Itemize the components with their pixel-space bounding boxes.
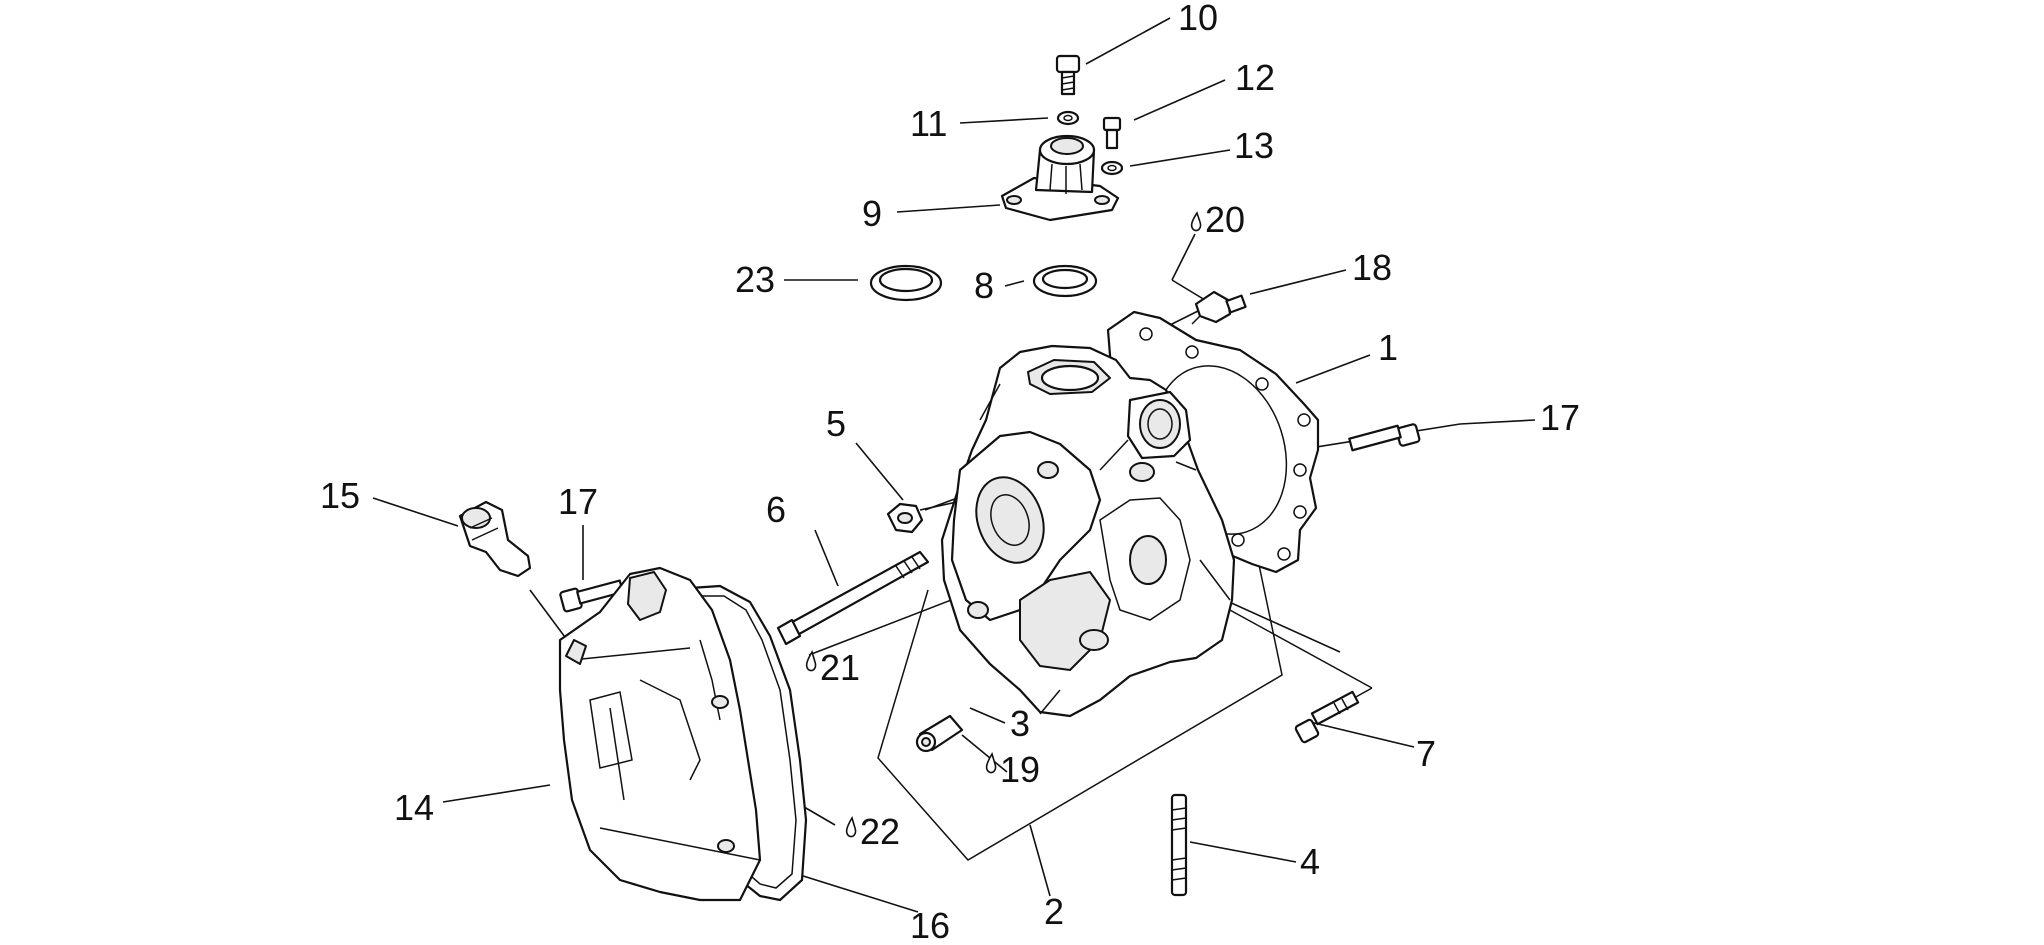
callout-12: 12: [1235, 57, 1275, 98]
small-bolt-part-12: [1102, 116, 1122, 150]
callout-3: 3: [1010, 703, 1030, 744]
leader-lines: [372, 17, 1536, 913]
callout-18: 18: [1352, 247, 1392, 288]
thermostat-cover-part-9: [1000, 134, 1120, 222]
callout-23: 23: [735, 259, 775, 300]
washer-part-13: [1100, 160, 1124, 176]
callout-19: 19: [1000, 749, 1040, 790]
callout-5: 5: [826, 403, 846, 444]
washer-part-11: [1056, 110, 1080, 126]
callout-14: 14: [394, 787, 434, 828]
callout-7: 7: [1416, 733, 1436, 774]
drop-icon-22: [845, 816, 857, 838]
valve-cover-assembly: [558, 566, 808, 902]
sealant-drops: [805, 211, 1202, 838]
callout-15: 15: [320, 475, 360, 516]
cylinder-head-assembly: [940, 310, 1320, 718]
callout-1: 1: [1378, 327, 1398, 368]
callout-2: 2: [1044, 891, 1064, 932]
callout-13: 13: [1234, 125, 1274, 166]
bolt-part-17-right: [1348, 423, 1421, 452]
cap-plug-part-15: [458, 500, 532, 578]
callout-labels: 10 11 12 13 9 20 23 8 18 1 17 5 15 17 6 …: [320, 0, 1580, 945]
nut-part-5: [886, 502, 924, 534]
drop-icon-19: [985, 752, 997, 774]
bolt-part-17-left: [559, 579, 624, 613]
stud-part-4: [1170, 793, 1188, 897]
callout-21: 21: [820, 647, 860, 688]
callout-16: 16: [910, 905, 950, 945]
temperature-sensor-part-18: [1191, 290, 1247, 325]
o-ring-part-8: [1032, 264, 1098, 298]
o-ring-part-23: [869, 264, 943, 302]
callout-22: 22: [860, 811, 900, 852]
callout-4: 4: [1300, 841, 1320, 882]
callout-9: 9: [862, 193, 882, 234]
callout-17-right: 17: [1540, 397, 1580, 438]
washer-part-13-hole: [1107, 164, 1117, 172]
bolt-part-7: [1294, 690, 1360, 744]
callout-10: 10: [1178, 0, 1218, 38]
bolt-part-10: [1055, 54, 1081, 96]
dowel-part-3: [915, 714, 964, 753]
drop-icon-20: [1190, 211, 1202, 232]
callout-20: 20: [1205, 199, 1245, 240]
drop-icon-21: [805, 650, 817, 672]
washer-part-11-hole: [1063, 114, 1073, 122]
callout-17-left: 17: [558, 481, 598, 522]
callout-11: 11: [910, 103, 947, 144]
callout-8: 8: [974, 265, 994, 306]
long-stud-part-6: [776, 550, 930, 646]
callout-6: 6: [766, 489, 786, 530]
